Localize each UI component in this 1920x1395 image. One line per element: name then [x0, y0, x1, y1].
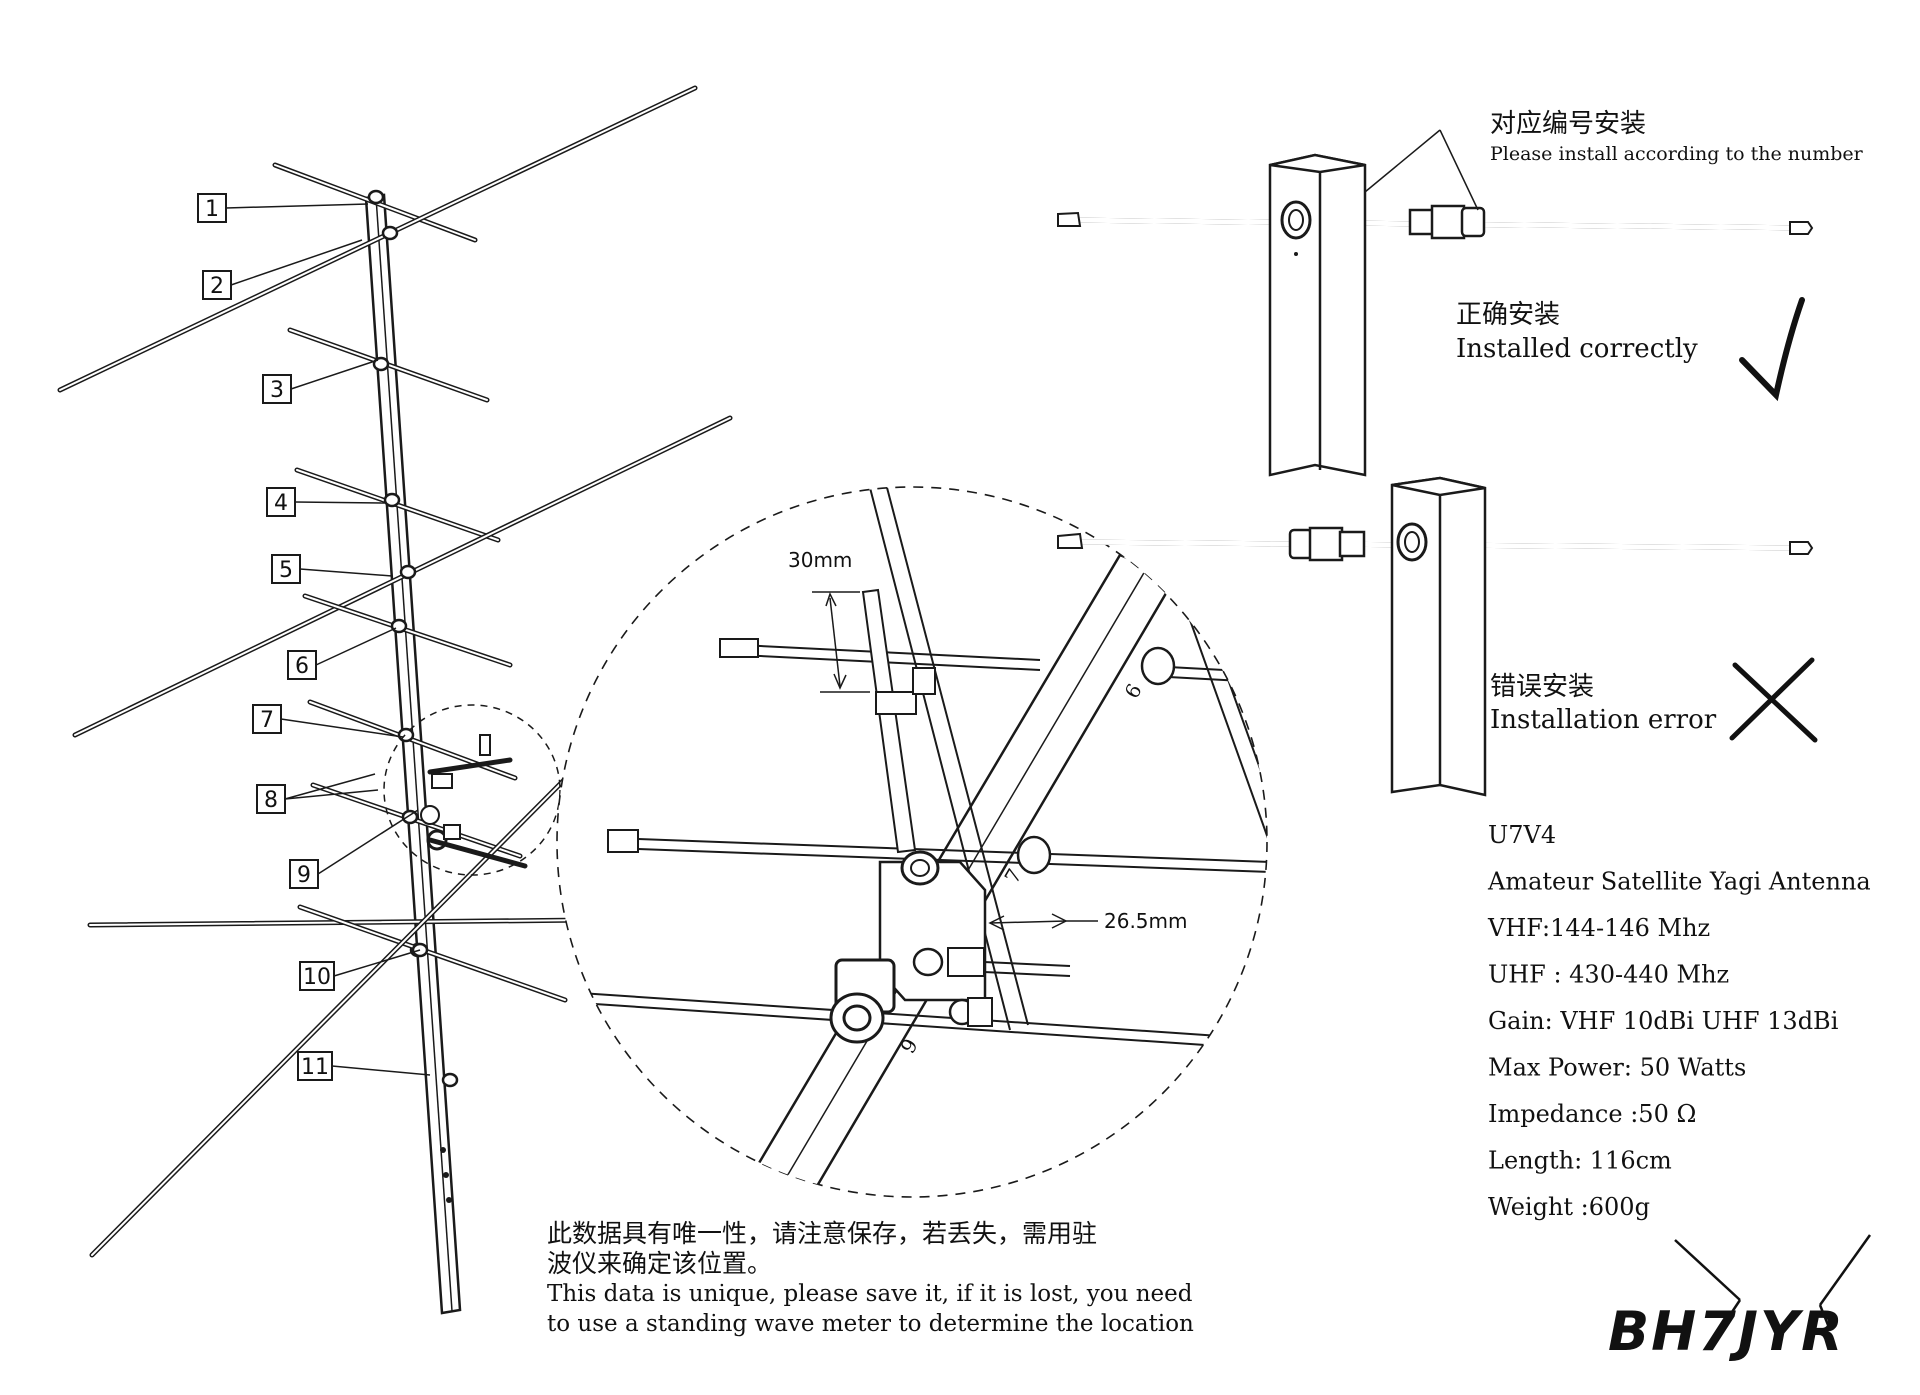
element-label-text: 1	[205, 197, 219, 222]
unique-note-cn-line2: 波仪来确定该位置。	[547, 1249, 772, 1278]
element-label-text: 2	[210, 274, 224, 299]
spec-line-9: Weight :600g	[1488, 1193, 1650, 1221]
element-rod-1	[272, 162, 478, 243]
element-label-text: 3	[270, 378, 284, 403]
install-note-en: Please install according to the number	[1490, 143, 1864, 165]
element-rod-10	[297, 904, 568, 1003]
correct-install-cn: 正确安装	[1456, 300, 1560, 330]
spec-line-7: Impedance :50 Ω	[1488, 1100, 1696, 1128]
element-label-7: 7	[252, 704, 404, 738]
element-label-text: 5	[279, 558, 293, 583]
element-label-4: 4	[266, 487, 386, 517]
correct-install: 正确安装 Installed correctly	[1456, 297, 1805, 402]
spec-line-2: Amateur Satellite Yagi Antenna	[1487, 868, 1871, 896]
spec-line-4: UHF : 430-440 Mhz	[1488, 961, 1729, 989]
element-label-10: 10	[299, 949, 421, 991]
element-label-text: 11	[301, 1055, 329, 1080]
element-label-9: 9	[289, 809, 419, 889]
error-install: 错误安装 Installation error	[1490, 657, 1818, 743]
error-install-en: Installation error	[1490, 705, 1717, 735]
element-label-11: 11	[297, 1051, 431, 1081]
element-rod-5	[72, 415, 733, 738]
element-label-6: 6	[287, 627, 397, 680]
element-rod-6	[302, 593, 513, 668]
spec-line-8: Length: 116cm	[1488, 1147, 1672, 1175]
error-install-figure	[1057, 476, 1814, 797]
unique-data-note: 此数据具有唯一性，请注意保存，若丢失，需用驻 波仪来确定该位置。 This da…	[547, 1219, 1194, 1337]
install-note-figure: 对应编号安装 Please install according to the n…	[1057, 109, 1864, 477]
element-label-text: 9	[297, 863, 311, 888]
element-label-3: 3	[262, 359, 379, 404]
detail-zoom-view: 6 7 9 30mm 26.5mm	[556, 486, 1268, 1198]
element-label-text: 10	[303, 965, 331, 990]
element-rod-3	[287, 327, 490, 403]
check-mark-icon	[1739, 297, 1805, 402]
element-label-text: 7	[260, 708, 274, 733]
element-label-1: 1	[197, 193, 369, 223]
element-label-2: 2	[202, 239, 363, 300]
element-rod-8	[310, 782, 523, 859]
cross-mark-icon	[1729, 657, 1818, 743]
element-labels: 1 2 3 4 5 6 7 8 9 10 11	[197, 193, 431, 1081]
main-antenna: 1 2 3 4 5 6 7 8 9 10 11	[57, 85, 793, 1315]
spec-line-1: U7V4	[1488, 821, 1556, 849]
signature-text: BH7JYR	[1608, 1300, 1845, 1363]
element-label-text: 6	[295, 654, 309, 679]
correct-install-en: Installed correctly	[1456, 334, 1698, 364]
error-install-cn: 错误安装	[1490, 672, 1594, 702]
element-label-text: 8	[264, 788, 278, 813]
dim-30mm-label: 30mm	[788, 548, 852, 572]
element-label-8: 8	[256, 773, 376, 814]
feed-magnifier	[383, 704, 561, 876]
unique-note-en-line1: This data is unique, please save it, if …	[547, 1281, 1193, 1307]
element-label-5: 5	[271, 554, 393, 584]
spec-line-5: Gain: VHF 10dBi UHF 13dBi	[1488, 1007, 1839, 1035]
spec-line-3: VHF:144-146 Mhz	[1487, 914, 1710, 942]
element-rod-4	[294, 467, 501, 543]
install-note-cn: 对应编号安装	[1490, 109, 1646, 139]
spec-line-6: Max Power: 50 Watts	[1488, 1054, 1746, 1082]
element-label-text: 4	[274, 491, 288, 516]
bh7jyr-logo: BH7JYR	[1608, 1234, 1872, 1363]
unique-note-en-line2: to use a standing wave meter to determin…	[547, 1311, 1194, 1337]
dim-26-5mm-label: 26.5mm	[1104, 909, 1188, 933]
element-rod-2	[57, 85, 698, 393]
unique-note-cn-line1: 此数据具有唯一性，请注意保存，若丢失，需用驻	[547, 1219, 1097, 1248]
